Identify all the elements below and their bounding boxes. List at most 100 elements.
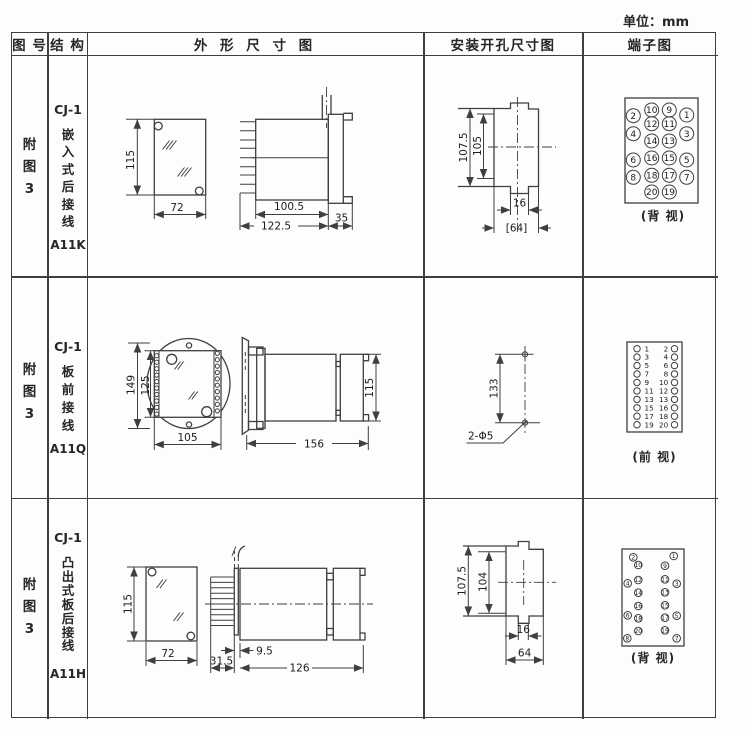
label-line: CJ-1: [54, 530, 82, 545]
terminal-circle: [633, 387, 641, 395]
terminal-number: 5: [684, 156, 690, 166]
header-terminal: 端子图: [627, 38, 673, 54]
terminal-circle: [679, 126, 695, 142]
terminal-circle: [660, 588, 670, 597]
row-divider-2: [11, 497, 718, 500]
label-line: A11K: [50, 237, 86, 252]
terminal-number: 3: [684, 130, 690, 140]
label-line: 附: [22, 577, 37, 593]
terminal-number: 10: [659, 378, 669, 387]
terminal-number: 20: [646, 188, 658, 198]
terminal-circle: [634, 588, 643, 598]
row1-terminal-view-label: (背 视): [641, 208, 685, 223]
terminal-number: 12: [659, 387, 668, 396]
terminal-number: 4: [664, 353, 669, 362]
terminal-circle: [670, 378, 679, 387]
label-line: 后: [61, 179, 75, 194]
terminal-circle: [633, 370, 641, 378]
terminal-circle: [670, 412, 679, 420]
dim-r1-mount-outer: 107.5: [458, 132, 470, 162]
dim-r3-front-w: 72: [161, 648, 174, 660]
dim-r1-side-flange: 35: [335, 213, 348, 225]
label-line: 出: [61, 568, 75, 584]
header-outline: 外 形 尺 寸 图: [193, 38, 317, 54]
dim-r2-mount-holes: 2-Φ5: [468, 431, 493, 443]
terminal-number: 18: [634, 616, 642, 623]
label-line: 3: [24, 621, 35, 637]
terminal-number: 17: [664, 172, 675, 182]
terminal-circle: [679, 169, 695, 185]
label-line: 后: [61, 610, 75, 626]
dim-r3-side-b: 9.5: [256, 646, 273, 658]
label-line: 入: [61, 144, 75, 159]
terminal-number: 11: [664, 120, 675, 130]
terminal-circle: [669, 551, 679, 561]
dim-r1-mount-width: [64]: [506, 223, 528, 235]
terminal-circle: [670, 353, 679, 361]
terminal-circle: [670, 345, 679, 353]
terminal-circle: [644, 167, 660, 183]
dim-r3-mount-outer: 107.5: [457, 566, 469, 596]
terminal-number: 1: [684, 111, 690, 121]
terminal-circle: [661, 133, 677, 149]
terminal-number: 7: [675, 636, 679, 643]
terminal-circle: [634, 575, 643, 585]
dim-r3-mount-slot: 16: [517, 624, 531, 636]
terminal-circle: [633, 345, 641, 353]
terminal-circle: [634, 614, 643, 623]
dim-r2-front-w: 105: [177, 432, 197, 444]
label-line: 3: [24, 406, 35, 422]
unit-label: 单位：mm: [623, 15, 690, 30]
terminal-number: 7: [645, 370, 650, 379]
dim-r2-front-inner: 125: [140, 375, 152, 395]
label-line: A11Q: [49, 442, 87, 456]
label-line: 前: [61, 382, 75, 397]
terminal-number: 20: [659, 420, 669, 429]
row1-mounting-diagram: 107.5 105 16 [64]: [458, 97, 556, 235]
label-line: CJ-1: [54, 102, 82, 117]
terminal-number: 11: [661, 577, 669, 584]
terminal-number: 5: [675, 613, 679, 620]
terminal-circle: [633, 361, 641, 370]
terminal-circle: [670, 404, 679, 412]
terminal-number: 12: [646, 120, 657, 130]
terminal-number: 3: [645, 353, 650, 362]
terminal-circle: [670, 395, 679, 404]
terminal-circle: [644, 116, 660, 132]
terminal-circle: [670, 361, 679, 370]
terminal-circle: [623, 634, 632, 643]
label-line: 线: [61, 214, 75, 229]
terminal-number: 15: [661, 603, 669, 610]
row3-mounting-diagram: 107.5 104 16 64: [457, 540, 556, 665]
terminal-circle: [633, 353, 641, 361]
terminal-number: 11: [645, 387, 654, 396]
terminal-number: 4: [626, 581, 630, 588]
dim-r3-mount-inner: 104: [478, 572, 490, 592]
dim-r2-mount-dist: 133: [489, 378, 501, 398]
terminal-circle: [644, 184, 660, 200]
terminal-circle: [670, 387, 679, 395]
terminal-number: 13: [645, 395, 654, 404]
terminal-number: 10: [634, 562, 642, 569]
dim-r3-side-len: 126: [289, 663, 309, 675]
terminal-circle: [625, 108, 641, 124]
row-divider-1: [11, 276, 718, 278]
terminal-number: 6: [626, 613, 630, 620]
terminal-number: 14: [634, 590, 642, 597]
terminal-number: 14: [646, 137, 658, 147]
terminal-number: 2: [630, 112, 636, 122]
label-line: 式: [61, 161, 75, 177]
row2-left-terminal-strip: [154, 353, 160, 417]
terminal-circle: [629, 553, 638, 562]
header-divider: [11, 54, 718, 57]
